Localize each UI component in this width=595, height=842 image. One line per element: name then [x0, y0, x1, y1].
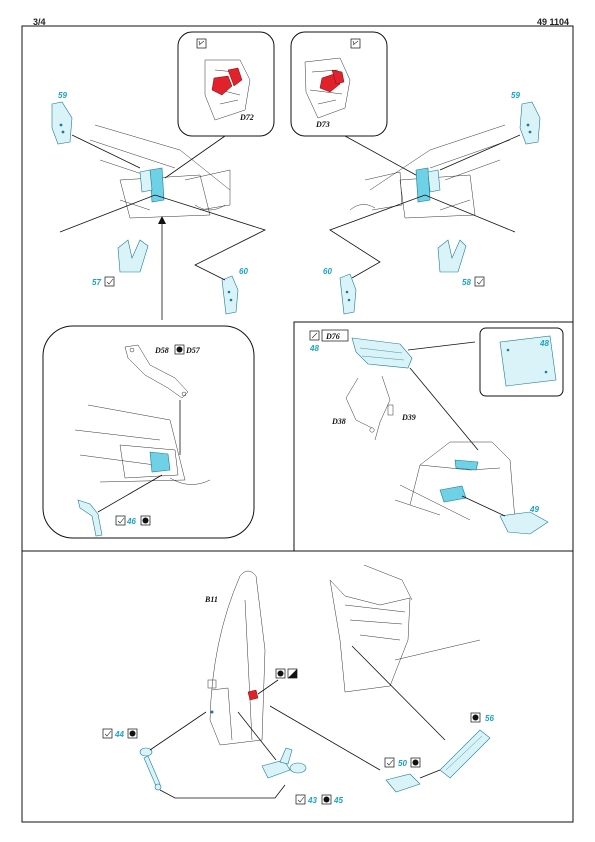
callout-d76: D76	[325, 332, 340, 341]
seat-base-sketch	[74, 404, 211, 485]
fold-icon	[309, 330, 320, 341]
bracket-sketch-d72	[204, 59, 251, 121]
cockpit-frame-left	[89, 124, 231, 219]
callout-box-d76	[321, 329, 349, 342]
part-56	[439, 729, 491, 779]
part-label-48: 48	[309, 344, 319, 353]
leader-path	[59, 194, 267, 281]
part-label-58: 58	[462, 278, 471, 287]
part-label-57: 57	[92, 278, 101, 287]
callout-d57: D57	[185, 346, 201, 355]
leader-line	[344, 135, 426, 181]
leader-line	[257, 679, 279, 695]
detail-box-48	[479, 327, 564, 397]
strut-d38	[345, 377, 375, 433]
detail-bubble-d73	[290, 31, 388, 137]
leader-line	[439, 134, 521, 171]
canopy-sketch	[329, 564, 481, 693]
remove-icon	[196, 38, 207, 49]
remove-icon	[287, 668, 298, 679]
leader-line	[407, 341, 476, 351]
paint-icon	[127, 728, 138, 739]
paint-icon	[140, 515, 151, 526]
seat-shell-sketch	[394, 441, 516, 521]
lever-arm-sketch	[124, 344, 189, 455]
cockpit-frame-right	[349, 124, 511, 219]
part-label-56: 56	[485, 714, 494, 723]
leader-line	[237, 711, 277, 761]
leader-path	[329, 194, 516, 279]
strut-d39	[374, 375, 394, 441]
callout-b11: B11	[204, 595, 218, 604]
glue-icon	[102, 728, 113, 739]
leader-line	[409, 367, 479, 451]
part-label-60: 60	[323, 267, 332, 276]
leader-line	[269, 705, 381, 771]
leader-line	[71, 134, 141, 169]
bracket-sketch-d73	[304, 57, 351, 119]
part-59-left	[51, 101, 73, 145]
leader-line	[461, 495, 506, 517]
part-48-detail	[499, 335, 557, 387]
leader-path	[159, 784, 286, 799]
part-50	[385, 773, 421, 793]
callout-d39: D39	[401, 413, 416, 422]
callout-d73: D73	[315, 120, 330, 129]
part-44	[139, 747, 162, 791]
part-46	[77, 499, 103, 537]
paint-icon	[321, 794, 332, 805]
glue-icon	[474, 276, 485, 287]
leader-line	[149, 711, 207, 751]
paint-icon	[275, 668, 286, 679]
leader-line	[419, 769, 441, 779]
part-label-45: 45	[333, 796, 343, 805]
glue-icon	[384, 757, 395, 768]
leader-line	[97, 474, 163, 513]
part-45	[289, 762, 307, 774]
part-label-49: 49	[529, 505, 539, 514]
detail-bubble-d58	[42, 325, 255, 539]
part-label-44: 44	[114, 730, 124, 739]
part-59-right	[519, 101, 541, 145]
seat-back-b11	[207, 570, 266, 746]
paint-icon	[174, 344, 185, 355]
paint-icon	[470, 712, 481, 723]
part-60-left	[221, 275, 239, 315]
detail-bubble-d72	[177, 31, 275, 137]
remove-icon	[350, 38, 361, 49]
part-label-50: 50	[398, 759, 407, 768]
removed-tab	[247, 689, 259, 701]
arrow-head	[158, 216, 166, 224]
part-43	[261, 747, 293, 779]
leader-line	[351, 645, 446, 741]
glue-icon	[115, 515, 126, 526]
part-57	[117, 239, 149, 273]
page-number: 3/4	[33, 17, 46, 27]
paint-icon	[410, 757, 421, 768]
part-58	[437, 239, 467, 273]
part-49	[499, 511, 549, 535]
part-label-43: 43	[307, 796, 317, 805]
kit-number: 49 1104	[536, 17, 569, 27]
part-label-59: 59	[511, 91, 520, 100]
part-label-59: 59	[58, 91, 67, 100]
part-label-60: 60	[239, 267, 248, 276]
part-label-48: 48	[539, 339, 549, 348]
glue-icon	[104, 276, 115, 287]
sheet-frame	[21, 25, 574, 823]
part-48-plate	[351, 337, 413, 369]
glue-icon	[295, 794, 306, 805]
part-label-46: 46	[126, 517, 136, 526]
callout-d58: D58	[154, 346, 169, 355]
callout-d72: D72	[239, 113, 254, 122]
leader-line	[164, 135, 226, 179]
step-panel-right	[293, 321, 574, 552]
callout-d38: D38	[331, 417, 346, 426]
part-60-right	[339, 273, 357, 315]
